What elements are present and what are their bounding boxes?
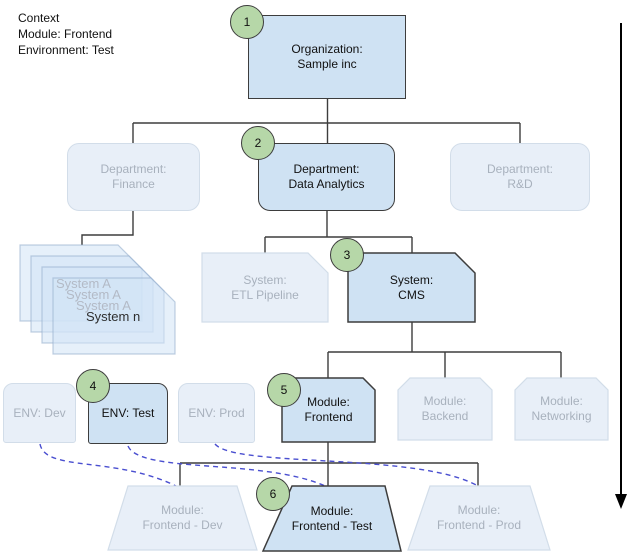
node-label: System: ETL Pipeline bbox=[231, 272, 299, 302]
env-dev-mapping-curve bbox=[39, 443, 177, 487]
node-label: ENV: Test bbox=[101, 406, 155, 420]
node-department-data-analytics[interactable]: Department: Data Analytics bbox=[258, 143, 395, 211]
node-env-prod[interactable]: ENV: Prod bbox=[178, 383, 255, 443]
step-badge-6[interactable]: 6 bbox=[256, 477, 290, 511]
system-stack-label-n: System n bbox=[86, 309, 141, 324]
trapezoid-shape bbox=[407, 485, 551, 551]
beveled-box-shape bbox=[397, 377, 493, 441]
node-env-dev[interactable]: ENV: Dev bbox=[3, 383, 76, 443]
context-annotation: Context Module: Frontend Environment: Te… bbox=[18, 10, 114, 58]
node-module-frontend-dev[interactable]: Module: Frontend - Dev bbox=[107, 485, 258, 551]
node-label: ENV: Prod bbox=[188, 405, 245, 420]
down-arrow-icon bbox=[615, 23, 627, 509]
node-label: Module: Frontend - Dev bbox=[142, 503, 223, 532]
system-stack-label-3: System A bbox=[76, 298, 131, 313]
trapezoid-shape bbox=[107, 485, 258, 551]
node-module-frontend-test[interactable]: Module: Frontend - Test bbox=[261, 485, 402, 552]
step-badge-1[interactable]: 1 bbox=[230, 5, 264, 39]
system-stack-label-2: System A bbox=[66, 287, 121, 302]
finance-to-systems-connector bbox=[81, 211, 134, 245]
node-module-backend[interactable]: Module: Backend bbox=[397, 377, 493, 441]
frontend-to-env-modules-connector bbox=[179, 442, 479, 486]
node-system-etl-pipeline[interactable]: System: ETL Pipeline bbox=[201, 252, 329, 323]
node-department-rnd[interactable]: Department: R&D bbox=[450, 143, 590, 211]
org-to-departments-connector bbox=[132, 99, 521, 143]
node-module-networking[interactable]: Module: Networking bbox=[514, 377, 609, 441]
note-shape bbox=[347, 252, 476, 323]
system-stack-card-4[interactable] bbox=[52, 277, 176, 355]
node-system-cms[interactable]: System: CMS bbox=[347, 252, 476, 323]
node-module-frontend-prod[interactable]: Module: Frontend - Prod bbox=[407, 485, 551, 551]
step-badge-4[interactable]: 4 bbox=[76, 369, 110, 403]
node-label: Module: Backend bbox=[421, 394, 469, 423]
analytics-to-systems-connector bbox=[264, 211, 413, 253]
node-department-finance[interactable]: Department: Finance bbox=[67, 143, 200, 211]
env-test-mapping-curve bbox=[127, 445, 326, 487]
context-environment-line: Environment: Test bbox=[18, 43, 114, 57]
node-label: Department: R&D bbox=[486, 162, 554, 191]
beveled-box-shape bbox=[514, 377, 609, 441]
node-label: System: CMS bbox=[389, 272, 434, 302]
step-badge-5[interactable]: 5 bbox=[267, 373, 301, 407]
context-title: Context bbox=[18, 11, 60, 25]
env-prod-mapping-curve bbox=[214, 443, 479, 487]
step-badge-3[interactable]: 3 bbox=[330, 238, 364, 272]
system-stack-label-1: System A bbox=[56, 276, 111, 291]
node-label: Module: Frontend - Test bbox=[291, 503, 373, 533]
node-organization[interactable]: Organization: Sample inc bbox=[248, 15, 406, 99]
cms-to-modules-connector bbox=[327, 322, 562, 378]
context-module-line: Module: Frontend bbox=[18, 27, 113, 41]
node-label: Organization: Sample inc bbox=[291, 42, 363, 71]
node-label: Module: Frontend bbox=[304, 395, 353, 424]
node-label: Department: Finance bbox=[100, 162, 167, 191]
node-label: Module: Frontend - Prod bbox=[436, 503, 522, 532]
note-shape bbox=[201, 252, 329, 323]
trapezoid-shape bbox=[261, 485, 402, 552]
step-badge-2[interactable]: 2 bbox=[241, 126, 275, 160]
node-label: Department: Data Analytics bbox=[288, 162, 365, 191]
node-label: Module: Networking bbox=[531, 394, 592, 423]
node-label: ENV: Dev bbox=[13, 405, 66, 420]
